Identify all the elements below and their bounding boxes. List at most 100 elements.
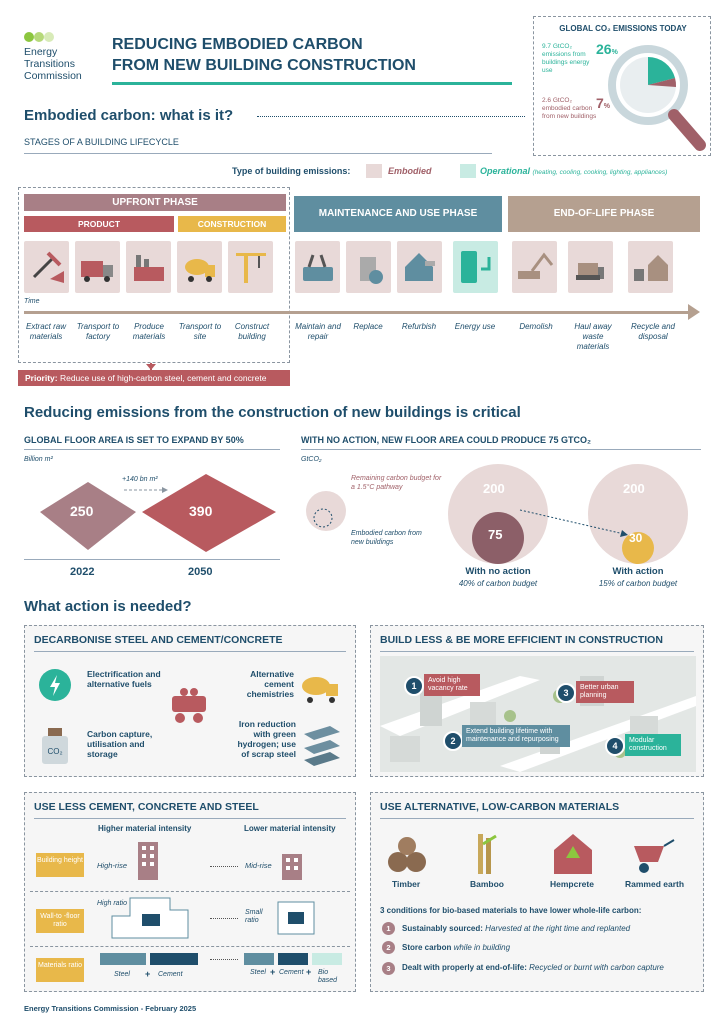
cond-1-bold: Sustainably sourced: — [402, 924, 483, 933]
plus-sign: + — [145, 969, 151, 979]
noaction-budget: 200 — [483, 481, 505, 496]
material-timber: Timber — [392, 879, 421, 889]
row1-arrow — [210, 866, 238, 867]
eol-phase-bar: END-OF-LIFE PHASE — [508, 196, 700, 232]
crane-icon — [236, 253, 266, 283]
noaction-value: 75 — [488, 527, 503, 542]
decarb-item3: Alternative cement chemistries — [246, 669, 294, 699]
callout-3: Better urban planning — [576, 681, 634, 703]
action-value: 30 — [629, 531, 643, 545]
cond-2-bold: Store carbon — [402, 943, 452, 952]
plug-icon — [461, 251, 491, 283]
year-2022: 2022 — [70, 566, 95, 578]
callout-4: Modular construction — [625, 734, 681, 756]
row1-low: Mid-rise — [245, 861, 272, 870]
pin-1: 1 — [404, 676, 424, 696]
toolbox-icon — [303, 254, 333, 281]
section1-pointer — [257, 116, 525, 117]
conditions-title: 3 conditions for bio-based materials to … — [380, 906, 642, 915]
op-pct: 26 — [596, 41, 612, 57]
row-divider — [30, 891, 350, 892]
floor-area-chart — [40, 474, 276, 552]
floor-heading: GLOBAL FLOOR AREA IS SET TO EXPAND BY 50… — [24, 435, 244, 445]
subtitle-rule — [24, 153, 492, 154]
stage-tile — [24, 241, 69, 293]
floor-rule — [24, 449, 280, 450]
stage-tile — [75, 241, 120, 293]
condition-1: Sustainably sourced: Harvested at the ri… — [402, 924, 630, 933]
carbon-budget-chart — [448, 464, 688, 564]
bin-icon — [360, 257, 383, 284]
bar-cement-low — [278, 953, 308, 965]
bio-label: Bio based — [318, 969, 338, 984]
bamboo-icon — [478, 834, 497, 874]
floor-unit: Billion m² — [24, 456, 53, 463]
recycle-icon — [634, 255, 668, 281]
bar-steel-low — [244, 953, 274, 965]
decarb-heading: DECARBONISE STEEL AND CEMENT/CONCRETE — [34, 634, 283, 646]
legend-embodied-swatch — [366, 164, 382, 178]
legend-operational-note: (heating, cooling, cooking, lighting, ap… — [532, 169, 668, 176]
stage-label: Recycle and disposal — [630, 322, 676, 341]
noaction-note: 40% of carbon budget — [458, 579, 538, 588]
magnifier-pie-icon — [608, 45, 706, 151]
row2-low: Small ratio — [245, 909, 263, 924]
condition-2: Store carbon while in building — [402, 943, 510, 952]
stage-label: Transport to factory — [76, 322, 120, 341]
alt-box — [370, 792, 704, 992]
global-emissions-heading: GLOBAL CO₂ EMISSIONS TODAY — [559, 24, 687, 33]
op-value: 9.7 GtCO₂ — [542, 43, 572, 50]
stage-tile — [126, 241, 171, 293]
material-rammed-earth: Rammed earth — [625, 879, 685, 889]
cement-truck-icon — [185, 259, 215, 282]
build-rule — [380, 651, 694, 652]
row2-label: Wall-to -floor ratio — [36, 909, 84, 933]
plus-sign: + — [270, 967, 276, 977]
callout-1: Avoid high vacancy rate — [424, 674, 480, 696]
section2-title: Reducing emissions from the construction… — [24, 404, 521, 421]
stage-label: Produce materials — [132, 322, 166, 341]
legend-operational: Operational — [480, 166, 531, 176]
small-ratio-icon — [277, 901, 315, 935]
alt-rule — [380, 818, 694, 819]
material-bamboo: Bamboo — [470, 879, 504, 889]
conveyor-icon — [172, 688, 206, 723]
diamond-2022 — [40, 482, 136, 550]
build-heading: BUILD LESS & BE MORE EFFICIENT IN CONSTR… — [380, 634, 663, 646]
row2-arrow — [210, 918, 238, 919]
hempcrete-icon — [554, 834, 592, 874]
legend-operational-swatch — [460, 164, 476, 178]
bar-bio-low — [312, 953, 342, 965]
emb-value: 2.6 GtCO₂ — [542, 97, 572, 104]
legend-embodied: Embodied — [388, 166, 432, 176]
stage-tile — [397, 241, 442, 293]
cement-label: Cement — [158, 971, 183, 978]
cond-2-text: while in building — [453, 943, 511, 952]
diamond-2050 — [142, 474, 276, 552]
floor-increase: +140 bn m² — [122, 476, 158, 483]
action-title: With action — [612, 566, 664, 577]
row3-label: Materials ratio — [36, 958, 84, 982]
stage-label: Demolish — [519, 322, 553, 331]
stage-label: Replace — [353, 322, 383, 331]
pin-4: 4 — [605, 736, 625, 756]
co2-jar-icon: CO₂ — [42, 728, 68, 764]
material-hempcrete: Hempcrete — [550, 879, 594, 889]
row1-high: High-rise — [97, 861, 128, 870]
product-bar: PRODUCT — [24, 216, 174, 232]
steel-label: Steel — [114, 971, 130, 978]
cement-label: Cement — [279, 969, 304, 976]
legend-label: Type of building emissions: — [232, 166, 351, 176]
time-label: Time — [24, 298, 40, 305]
footer: Energy Transitions Commission - February… — [24, 1004, 197, 1013]
priority-banner: Priority: Reduce use of high-carbon stee… — [18, 370, 290, 386]
col-high: Higher material intensity — [98, 824, 192, 833]
action-budget: 200 — [623, 481, 645, 496]
stage-label: Refurbish — [401, 322, 437, 331]
decarb-rule — [34, 651, 346, 652]
stage-tile — [628, 241, 673, 293]
excavator-icon — [518, 252, 554, 279]
highrise-icon — [138, 842, 158, 880]
stage-tile — [228, 241, 273, 293]
wheelbarrow-icon — [634, 839, 675, 873]
